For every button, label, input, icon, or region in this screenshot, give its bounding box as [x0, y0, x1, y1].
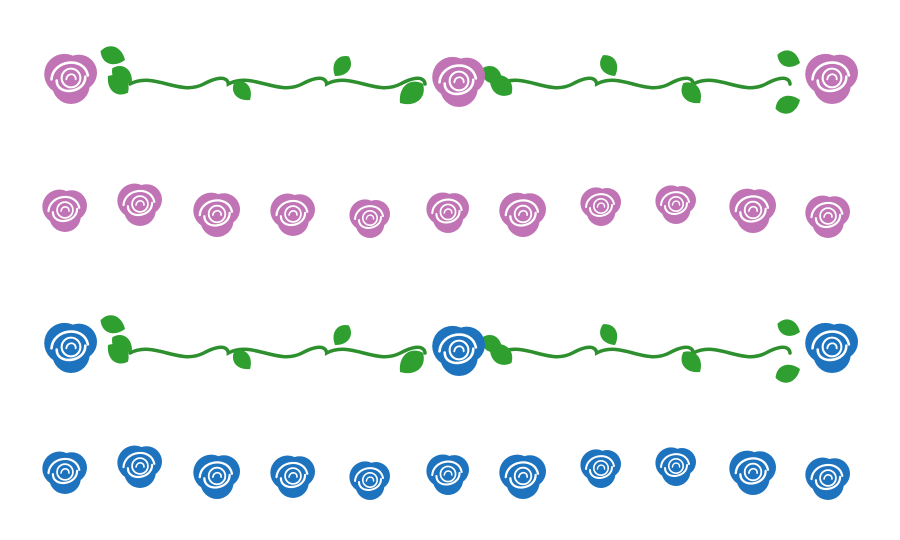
- leaf-icon: [232, 349, 251, 370]
- leaf-icon: [333, 56, 352, 77]
- leaf-icon: [775, 95, 800, 114]
- rose-icon: [655, 185, 696, 224]
- leaf-icon: [600, 324, 618, 345]
- rose-icon: [426, 192, 469, 233]
- vine-border3-vine-left: [128, 345, 427, 359]
- rose-icon: [432, 56, 485, 107]
- rose-icon: [655, 447, 696, 486]
- vine-border-1: [44, 46, 858, 114]
- leaf-icon: [100, 46, 125, 65]
- rose-icon: [42, 451, 87, 494]
- leaf-icon: [777, 50, 800, 67]
- leaf-icon: [399, 350, 424, 374]
- vine-stem: [498, 345, 792, 359]
- rose-icon: [426, 454, 469, 495]
- rose-icon: [805, 195, 850, 238]
- rose-row-4: [42, 445, 850, 500]
- vine-stem: [128, 345, 427, 359]
- rose-icon: [193, 454, 240, 499]
- rose-icon: [193, 192, 240, 237]
- leaf-icon: [681, 351, 701, 373]
- leaf-icon: [600, 55, 618, 76]
- vine-stem: [128, 76, 427, 90]
- rose-icon: [349, 461, 390, 500]
- vine-border3-vine-right: [498, 345, 792, 359]
- leaf-icon: [333, 325, 352, 346]
- leaf-icon: [232, 80, 251, 101]
- rose-icon: [270, 193, 315, 236]
- rose-icon: [805, 457, 850, 500]
- leaf-icon: [681, 82, 701, 104]
- leaf-icon: [775, 364, 800, 383]
- rose-icon: [729, 450, 776, 495]
- rose-icon: [499, 192, 546, 237]
- rose-icon: [117, 445, 162, 488]
- vine-stem: [498, 76, 792, 90]
- vine-border-3: [44, 315, 858, 383]
- leaf-icon: [777, 319, 800, 336]
- rose-icon: [44, 322, 97, 373]
- rose-icon: [432, 325, 485, 376]
- vine-border1-vine-right: [498, 76, 792, 90]
- rose-icon: [117, 183, 162, 226]
- leaf-icon: [489, 75, 513, 96]
- leaf-icon: [399, 81, 424, 105]
- rose-icon: [805, 322, 858, 373]
- rose-icon: [270, 455, 315, 498]
- rose-icon: [499, 454, 546, 499]
- rose-icon: [42, 189, 87, 232]
- vine-border1-vine-left: [128, 76, 427, 90]
- rose-row-2: [42, 183, 850, 238]
- leaf-icon: [107, 75, 129, 95]
- leaf-icon: [100, 315, 125, 334]
- rose-icon: [349, 199, 390, 238]
- rose-icon: [44, 53, 97, 104]
- rose-icon: [580, 187, 621, 226]
- leaf-icon: [489, 344, 513, 365]
- leaf-icon: [107, 344, 129, 364]
- rose-icon: [805, 53, 858, 104]
- rose-icon: [729, 188, 776, 233]
- rose-icon: [580, 449, 621, 488]
